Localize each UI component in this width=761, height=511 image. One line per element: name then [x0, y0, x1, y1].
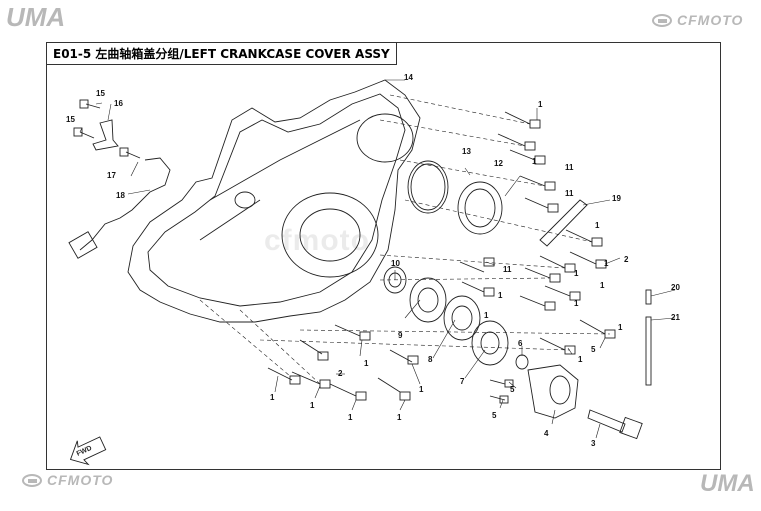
callout-label: 5	[492, 411, 497, 420]
cfmoto-logo-bottom: CFMOTO	[22, 472, 113, 488]
cfmoto-mark-icon	[652, 13, 672, 27]
o-ring-6	[515, 354, 529, 370]
callout-label: 7	[460, 377, 465, 386]
callout-label: 1	[595, 221, 600, 230]
callout-label: 12	[494, 159, 503, 168]
callout-label: 1	[397, 413, 402, 422]
callout-label: 2	[338, 369, 343, 378]
callout-label: 1	[618, 323, 623, 332]
callout-label: 10	[391, 259, 400, 268]
callout-label: 6	[518, 339, 523, 348]
callout-label: 14	[404, 73, 413, 82]
cover-12	[457, 181, 503, 235]
cfmoto-logo-top-text: CFMOTO	[677, 12, 744, 28]
callout-label: 3	[591, 439, 596, 448]
callout-label: 8	[428, 355, 433, 364]
fwd-arrow	[69, 436, 107, 466]
callout-label: 1	[348, 413, 353, 422]
callout-label: 1	[574, 299, 579, 308]
cfmoto-mark-icon	[22, 473, 42, 487]
watermark: cfmoto	[264, 224, 370, 257]
cfmoto-logo-top: CFMOTO	[652, 12, 743, 28]
bracket-16	[92, 119, 119, 151]
plate-19	[539, 199, 588, 247]
callout-label: 1	[419, 385, 424, 394]
callout-label: 15	[66, 115, 75, 124]
uma-logo-bottom: UMA	[700, 470, 755, 497]
callout-label: 18	[116, 191, 125, 200]
plug-3	[587, 409, 626, 433]
cfmoto-logo-bottom-text: CFMOTO	[47, 472, 114, 488]
callout-label: 20	[671, 283, 680, 292]
callout-label: 1	[538, 100, 543, 109]
uma-logo-top: UMA	[6, 2, 66, 32]
bolts	[73, 99, 616, 404]
callout-label: 2	[624, 255, 629, 264]
sensor-18	[79, 157, 171, 251]
callout-label: 5	[510, 385, 515, 394]
callout-label: 1	[270, 393, 275, 402]
callout-label: 15	[96, 89, 105, 98]
callout-label: 1	[578, 355, 583, 364]
callout-label: 1	[532, 157, 537, 166]
callout-label: 1	[364, 359, 369, 368]
crankcase-cover	[127, 79, 421, 323]
callout-label: 17	[107, 171, 116, 180]
callout-label: 19	[612, 194, 621, 203]
page-title: E01-5 左曲轴箱盖分组/LEFT CRANKCASE COVER ASSY	[46, 42, 397, 65]
bearing-9	[409, 277, 447, 323]
callout-label: 5	[591, 345, 596, 354]
callout-label: 13	[462, 147, 471, 156]
callout-label: 1	[600, 281, 605, 290]
callout-label: 1	[604, 259, 609, 268]
callout-label: 1	[484, 311, 489, 320]
callout-label: 11	[565, 189, 574, 198]
callout-label: 9	[398, 331, 403, 340]
callout-label: 16	[114, 99, 123, 108]
callout-label: 11	[503, 265, 512, 274]
bearing-8	[443, 295, 481, 341]
callout-label: 21	[671, 313, 680, 322]
gasket-7	[471, 320, 509, 366]
callout-label: 1	[498, 291, 503, 300]
callout-label: 11	[565, 163, 574, 172]
housing-4	[527, 364, 579, 419]
o-ring-13	[407, 160, 449, 214]
callout-label: 1	[310, 401, 315, 410]
callout-label: 1	[574, 269, 579, 278]
callout-label: 4	[544, 429, 549, 438]
